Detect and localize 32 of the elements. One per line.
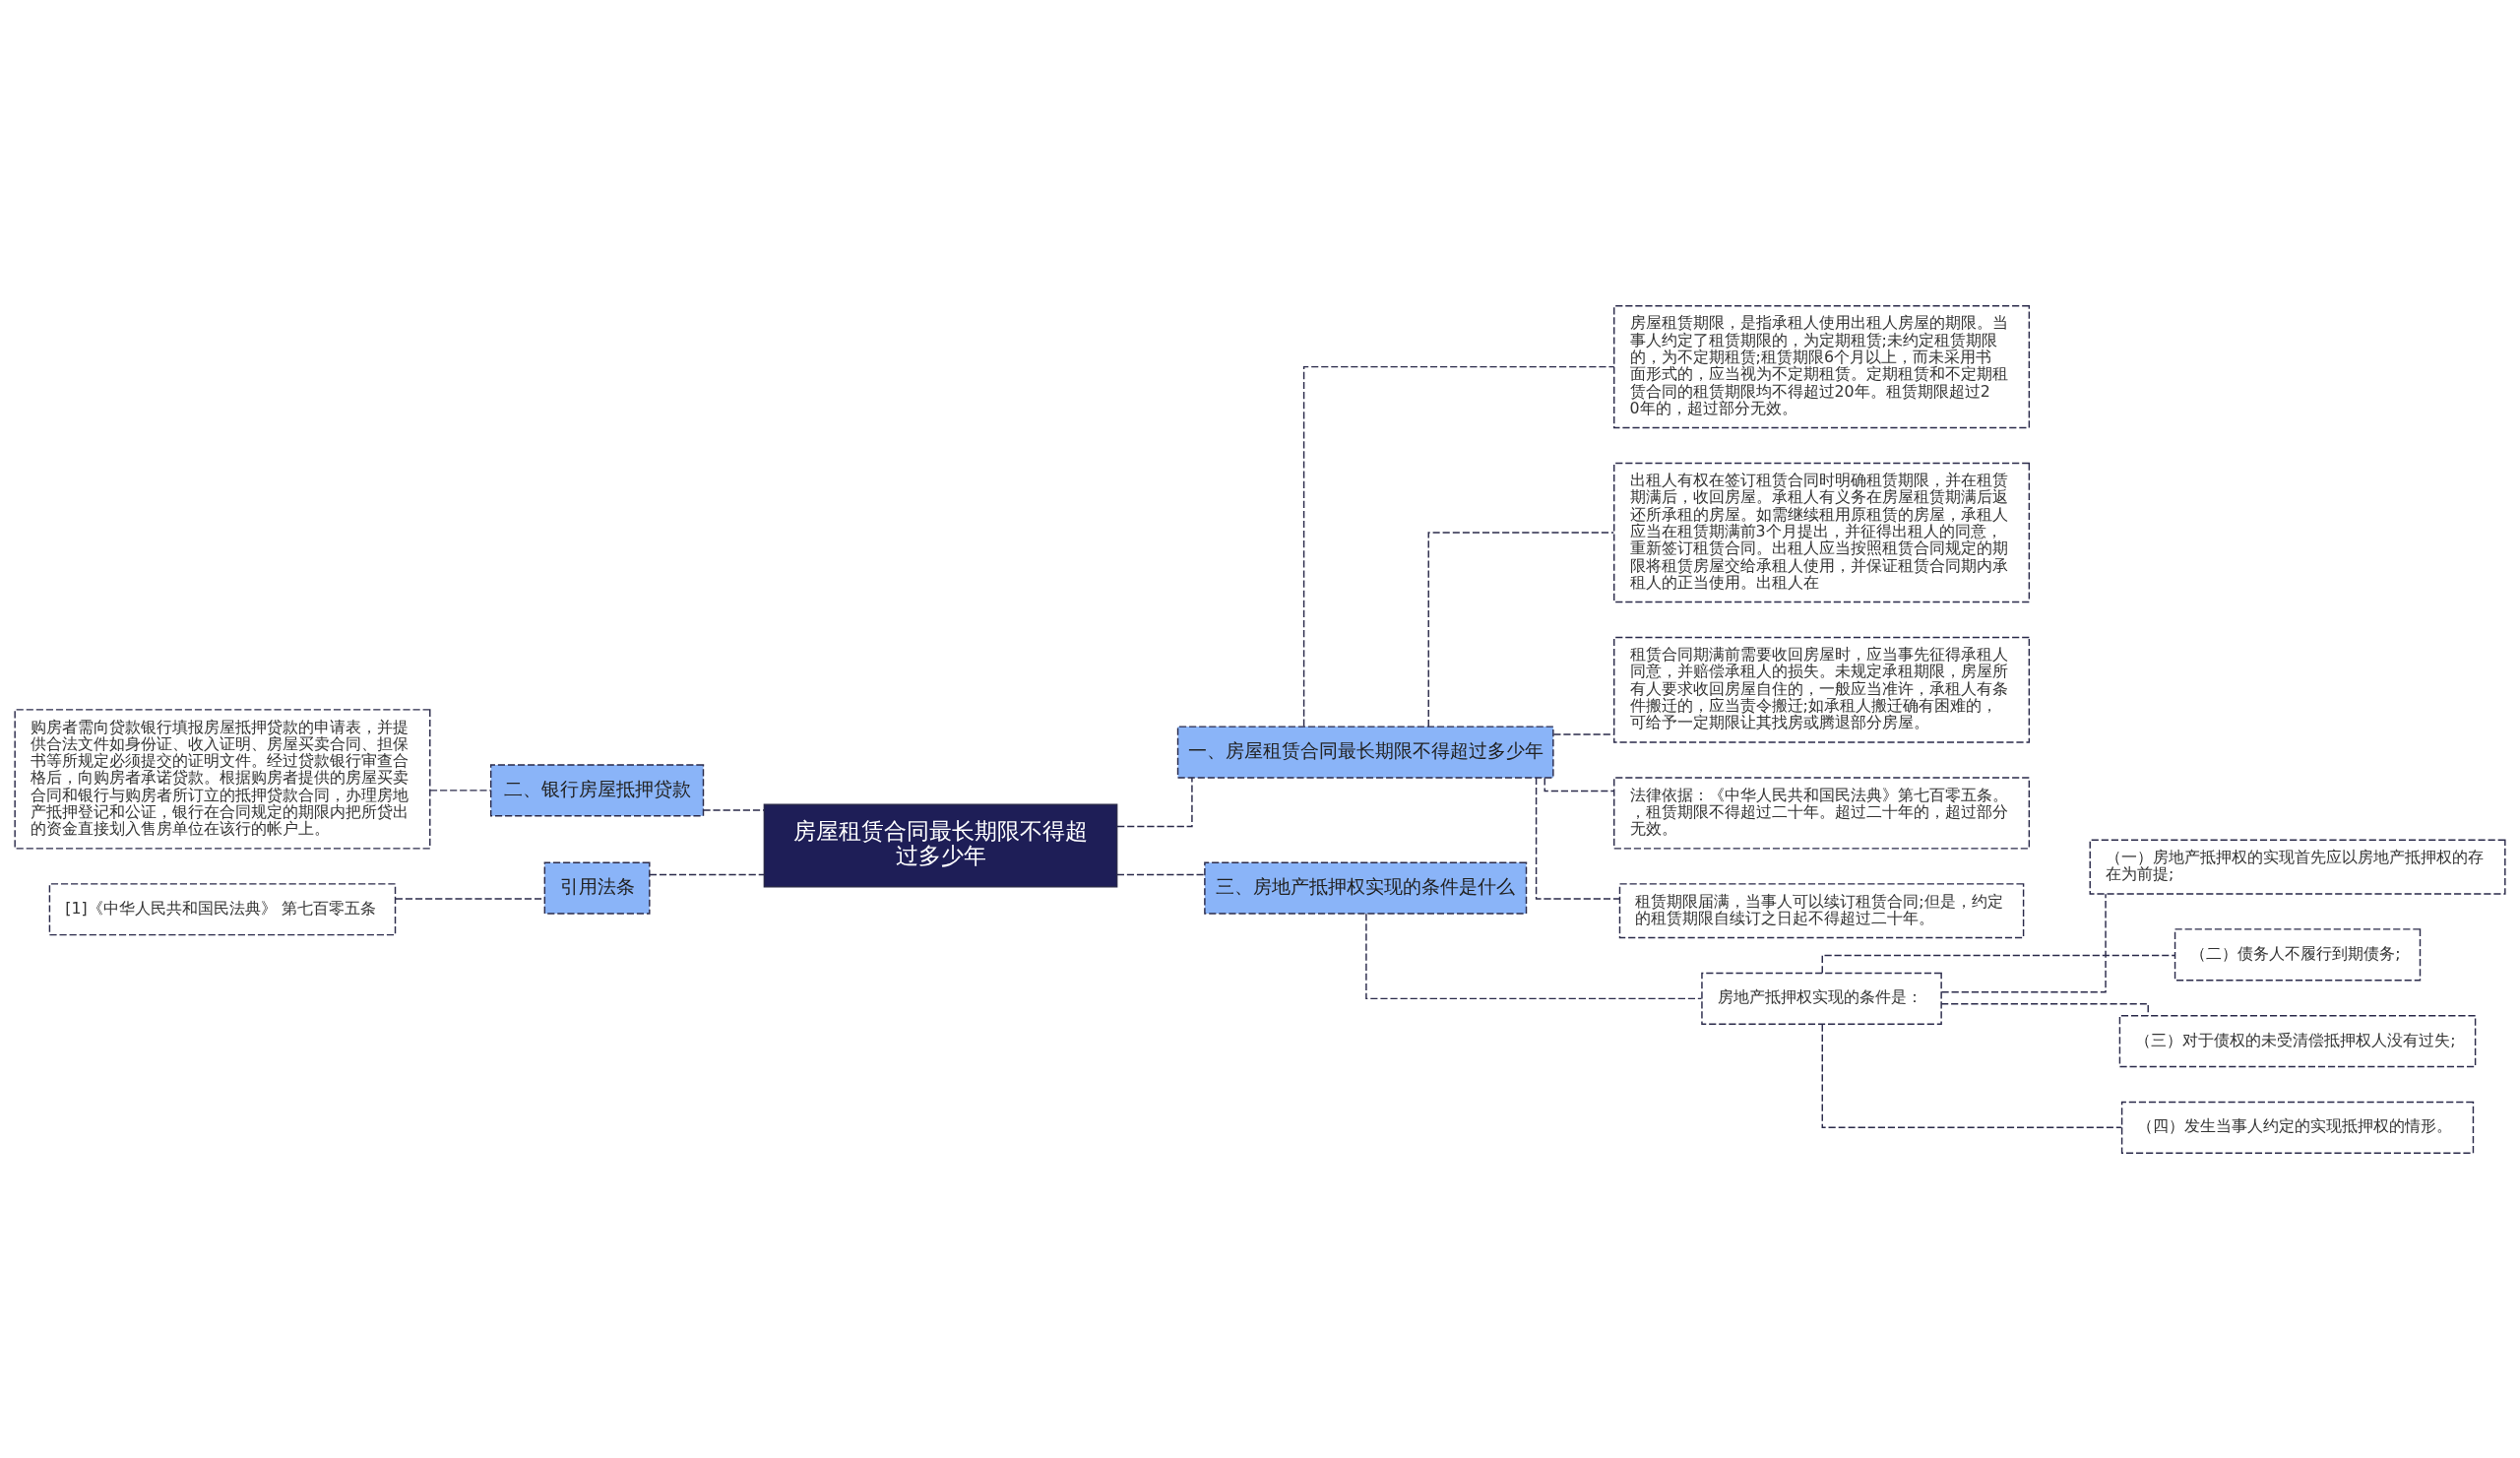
node-box: 租赁期限届满，当事人可以续订租赁合同;但是，约定的租赁期限自续订之日起不得超过二十年。	[1618, 882, 2025, 938]
node-box: （二）债务人不履行到期债务;	[2174, 927, 2422, 981]
node-box: 出租人有权在签订租赁合同时明确租赁期限，并在租赁期满后，收回房屋。承租人有义务在房屋租赁期满后返还所承租的房屋。如需继续租用原租赁的房屋，承租人应当在租赁期满前3个月提出，并征得出租人的同意，重新签订租赁合同。出租人应当按照租赁合同规定的期限将租赁房屋交给承租人使用，并保证租赁合同期内承租人的正当使用。出租人在	[1613, 462, 2031, 602]
connector	[702, 808, 765, 811]
node-box: 三、房地产抵押权实现的条件是什么	[1204, 861, 1528, 915]
connector	[649, 873, 765, 875]
connector	[1116, 873, 1206, 875]
connector	[1821, 954, 2175, 974]
node-box: （四）发生当事人约定的实现抵押权的情形。	[2120, 1101, 2475, 1154]
node-box: 购房者需向贷款银行填报房屋抵押贷款的申请表，并提供合法文件如身份证、收入证明、房屋买卖合同、担保书等所规定必须提交的证明文件。经过贷款银行审查合格后，向购房者承诺贷款。根据购房者提供的房屋买卖合同和银行与购房者所订立的抵押贷款合同，办理房地产抵押登记和公证，银行在合同规定的期限内把所贷出的资金直接划入售房单位在该行的帐户上。	[14, 708, 431, 850]
connector	[1535, 776, 1620, 900]
connector	[1365, 912, 1703, 999]
node-box: 引用法条	[543, 861, 651, 915]
connector	[1427, 531, 1614, 728]
connector	[1552, 732, 1615, 735]
node-box: （一）房地产抵押权的实现首先应以房地产抵押权的存在为前提;	[2089, 839, 2506, 895]
node-box: 房屋租赁合同最长期限不得超过多少年	[763, 803, 1118, 887]
connector	[1940, 1002, 2149, 1016]
node-box: 法律依据：《中华人民共和国民法典》第七百零五条。，租赁期限不得超过二十年。超过二十年的，超过部分无效。	[1613, 776, 2031, 850]
node-box: （三）对于债权的未受清偿抵押权人没有过失;	[2118, 1014, 2477, 1067]
node-box: 一、房屋租赁合同最长期限不得超过多少年	[1176, 725, 1554, 779]
node-box: [1]《中华人民共和国民法典》 第七百零五条	[48, 882, 397, 935]
connector	[1544, 777, 1615, 792]
node-box: 房屋租赁期限，是指承租人使用出租人房屋的期限。当事人约定了租赁期限的，为定期租赁;未约定租赁期限的，为不定期租赁;租赁期限6个月以上，而未采用书面形式的，应当视为不定期租赁。定期租赁和不定期租赁合同的租赁期限均不得超过20年。租赁期限超过20年的，超过部分无效。	[1613, 304, 2031, 428]
node-box: 租赁合同期满前需要收回房屋时，应当事先征得承租人同意，并赔偿承租人的损失。未规定承租期限，房屋所有人要求收回房屋自住的，一般应当准许，承租人有条件搬迁的，应当责令搬迁;如承租人搬迁确有困难的，可给予一定期限让其找房或腾退部分房屋。	[1613, 636, 2031, 743]
node-box: 二、银行房屋抵押贷款	[489, 763, 705, 816]
connector	[1940, 892, 2107, 992]
connector	[1302, 365, 1615, 727]
connector	[429, 789, 492, 792]
node-box: 房地产抵押权实现的条件是：	[1701, 972, 1942, 1025]
connector	[1116, 776, 1193, 827]
connector	[1821, 1023, 2122, 1128]
